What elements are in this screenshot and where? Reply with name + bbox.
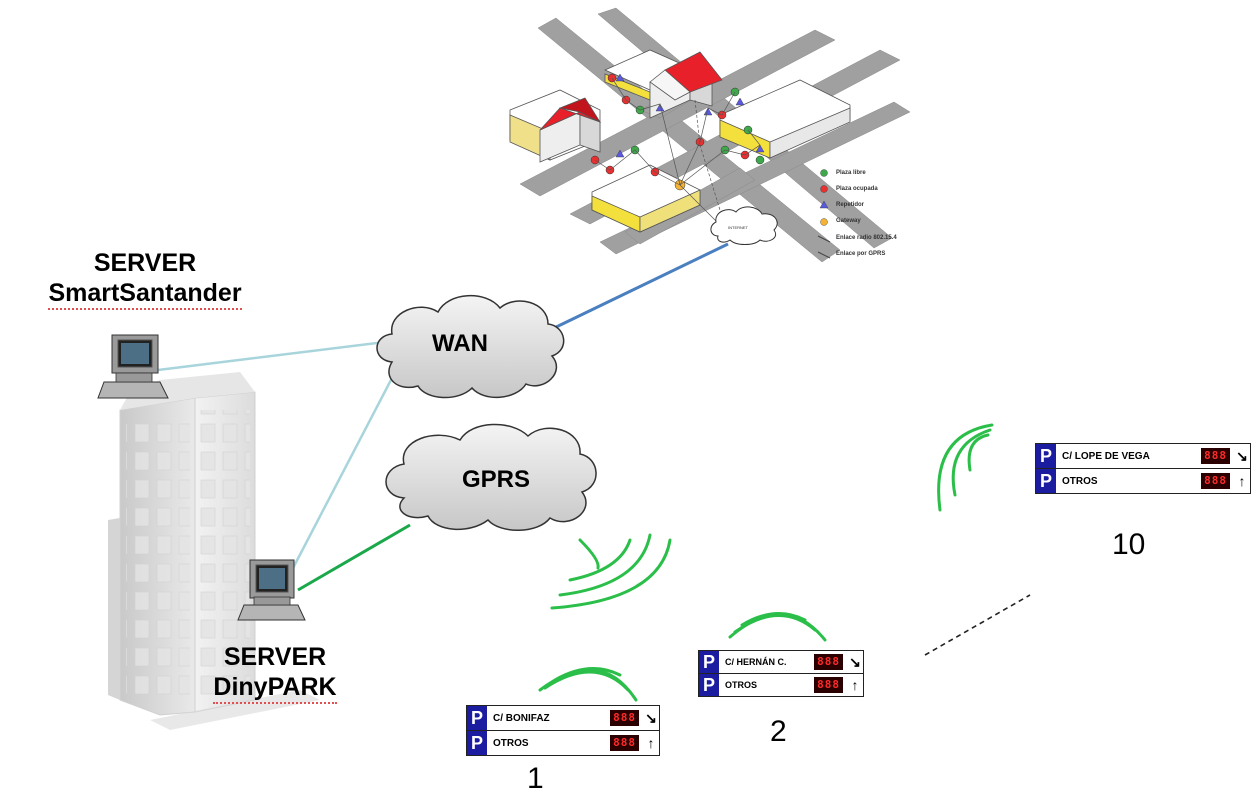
sign-number-10: 10 <box>1112 528 1146 561</box>
sign-counter: 888 <box>814 654 843 670</box>
sign10-wave-icon <box>937 423 994 512</box>
parking-p-icon: P <box>1036 469 1056 493</box>
legend-gprs-link-icon <box>817 251 831 259</box>
parking-p-icon: P <box>1036 444 1056 468</box>
sign-row-other: P OTROS 888 ↑ <box>1036 469 1250 493</box>
office-tower <box>108 372 320 730</box>
legend-gateway-icon <box>820 218 828 226</box>
sign-counter: 888 <box>610 735 639 751</box>
legend-repeater-icon <box>819 200 829 209</box>
sign-row-other: P OTROS 888 ↑ <box>467 731 659 755</box>
parking-sign-1: P C/ BONIFAZ 888 ↘ P OTROS 888 ↑ <box>466 705 660 756</box>
sign-other-label: OTROS <box>725 680 758 690</box>
wan-label: WAN <box>432 330 488 357</box>
sign-counter: 888 <box>814 677 843 693</box>
arrow-turn-icon: ↘ <box>849 653 861 670</box>
arrow-up-icon: ↑ <box>851 677 859 693</box>
sign-number-2: 2 <box>770 715 787 748</box>
dinypark-line1: SERVER <box>223 643 327 671</box>
smartsantander-computer-icon <box>97 334 169 399</box>
sign-row-street: P C/ LOPE DE VEGA 888 ↘ <box>1036 444 1250 469</box>
map-legend <box>817 169 831 259</box>
sign-street-name: C/ HERNÁN C. <box>725 657 787 667</box>
sign-street-name: C/ BONIFAZ <box>493 712 550 724</box>
legend-radio-link-icon <box>817 235 831 243</box>
smartsantander-wan-link <box>157 340 386 372</box>
legend-green-dot-icon <box>820 169 828 177</box>
sign-street-name: C/ LOPE DE VEGA <box>1062 450 1150 462</box>
sign-number-1: 1 <box>527 762 544 795</box>
sign-other-label: OTROS <box>493 737 529 749</box>
internet-label: INTERNET <box>728 225 748 230</box>
dinypark-wan-link <box>290 377 394 571</box>
sign-row-street: P C/ BONIFAZ 888 ↘ <box>467 706 659 731</box>
dinypark-gprs-link <box>297 523 411 592</box>
parking-p-icon: P <box>699 674 719 696</box>
sign-row-street: P C/ HERNÁN C. 888 ↘ <box>699 651 863 674</box>
parking-p-icon: P <box>467 706 487 730</box>
dinypark-computer-icon <box>237 559 306 621</box>
legend-label-occupied: Plaza ocupada <box>836 186 878 192</box>
arrow-turn-icon: ↘ <box>645 709 657 726</box>
gprs-cloud-icon <box>385 423 597 531</box>
parking-map <box>509 7 911 263</box>
dinypark-server-label: SERVER DinyPARK <box>190 642 360 704</box>
gprs-wave-icon <box>550 533 672 610</box>
internet-cloud-icon <box>710 206 778 245</box>
sign-counter: 888 <box>1201 448 1230 464</box>
wireless-waves <box>538 423 994 702</box>
legend-red-dot-icon <box>820 185 828 193</box>
legend-label-radio-link: Enlace radio 802.15.4 <box>836 235 897 241</box>
arrow-up-icon: ↑ <box>647 735 655 751</box>
connection-lines <box>157 242 1031 656</box>
smartsantander-server-label: SERVER SmartSantander <box>40 248 250 310</box>
smartsantander-line1: SERVER <box>93 249 197 277</box>
gprs-label: GPRS <box>462 466 531 493</box>
arrow-turn-icon: ↘ <box>1236 447 1248 464</box>
wan-cloud-icon <box>376 295 565 399</box>
parking-sign-2: P C/ HERNÁN C. 888 ↘ P OTROS 888 ↑ <box>698 650 864 697</box>
parking-p-icon: P <box>467 731 487 755</box>
wan-map-link <box>549 242 729 332</box>
legend-label-gprs-link: Enlace por GPRS <box>836 251 886 257</box>
legend-label-free: Plaza libre <box>836 170 866 176</box>
sign-counter: 888 <box>1201 473 1230 489</box>
arrow-up-icon: ↑ <box>1238 473 1246 489</box>
sign-link-dashed <box>924 594 1031 656</box>
sign-counter: 888 <box>610 710 639 726</box>
sign2-wave-icon <box>728 612 827 642</box>
sign-other-label: OTROS <box>1062 475 1098 487</box>
legend-label-gateway: Gateway <box>836 218 861 224</box>
legend-label-repeater: Repetidor <box>836 202 865 208</box>
map-links <box>594 77 761 226</box>
dinypark-line2: DinyPARK <box>213 673 337 704</box>
parking-sign-10: P C/ LOPE DE VEGA 888 ↘ P OTROS 888 ↑ <box>1035 443 1251 494</box>
smartsantander-line2: SmartSantander <box>48 279 242 310</box>
sign-row-other: P OTROS 888 ↑ <box>699 674 863 696</box>
sign1-wave-icon <box>538 667 638 702</box>
parking-p-icon: P <box>699 651 719 673</box>
map-repeaters <box>615 73 765 158</box>
